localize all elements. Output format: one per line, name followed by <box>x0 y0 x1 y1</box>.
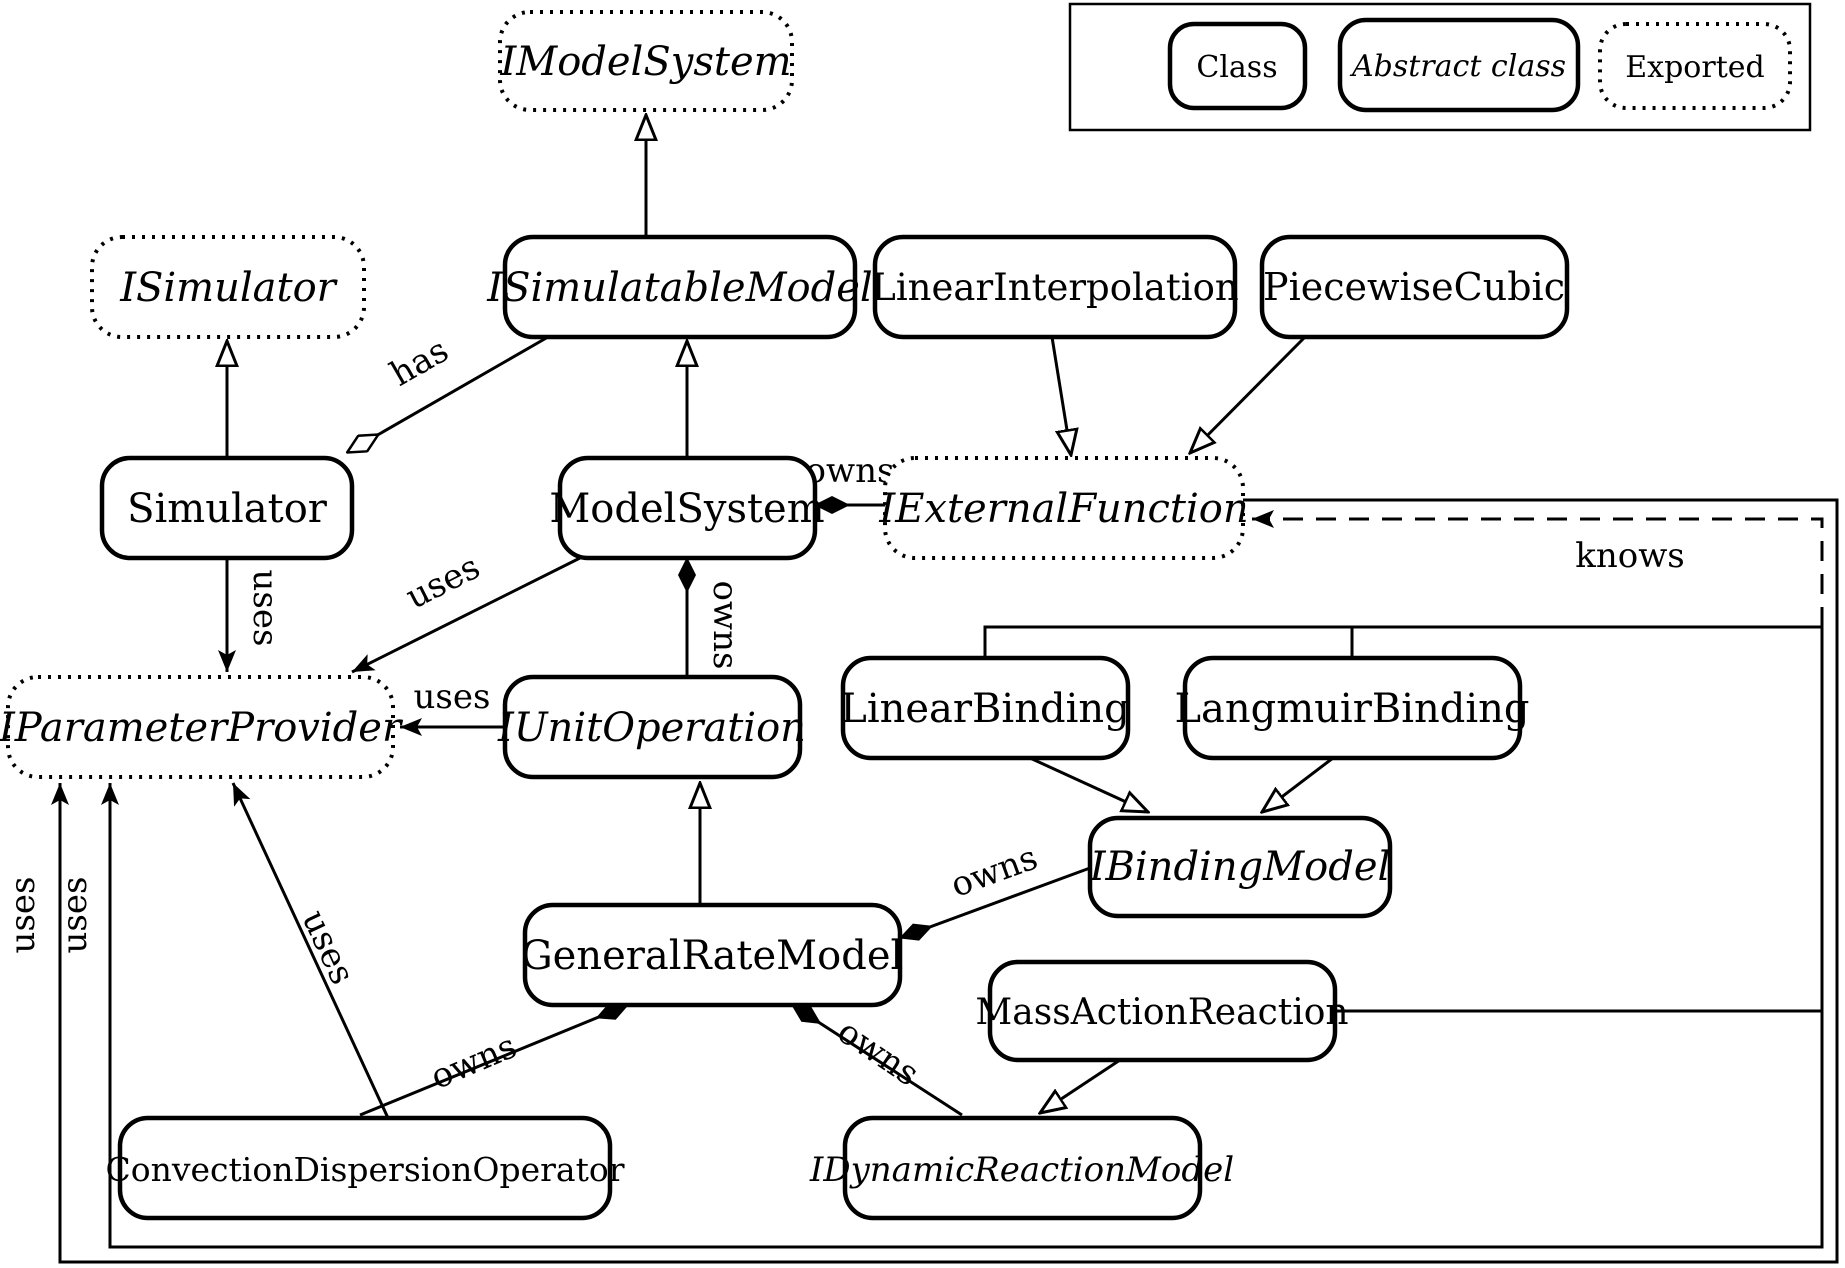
node-modelsystem-label: ModelSystem <box>549 486 824 532</box>
node-isimulatablemodel-label: ISimulatableModel <box>486 265 872 311</box>
node-modelsystem: ModelSystem <box>549 455 825 561</box>
node-linearbinding-label: LinearBinding <box>840 686 1129 732</box>
node-piecewisecubic: PiecewiseCubic <box>1259 234 1570 340</box>
node-isimulator: ISimulator <box>90 235 366 339</box>
label-has: has <box>384 330 456 394</box>
edge-massactionreaction-idynamicreactionmodel <box>1040 1058 1121 1113</box>
edge-generalratemodel-owns-ibindingmodel <box>899 866 1091 941</box>
label-uses-bindings-wrap: uses <box>55 877 95 954</box>
node-iparameterprovider: IParameterProvider <box>0 675 404 779</box>
label-owns-grm-convection: owns <box>425 1026 522 1098</box>
edge-piecewisecubic-iexternalfunction <box>1190 335 1307 453</box>
node-simulator-label: Simulator <box>127 486 328 532</box>
node-iunitoperation: IUnitOperation <box>497 674 806 780</box>
node-convectiondispersionoperator: ConvectionDispersionOperator <box>105 1115 625 1221</box>
node-ibindingmodel-label: IBindingModel <box>1089 844 1391 890</box>
edge-generalratemodel-owns-idynamicreactionmodel <box>791 1003 963 1117</box>
node-linearinterpolation: LinearInterpolation <box>871 234 1239 340</box>
label-owns-grm-reaction: owns <box>830 1011 926 1094</box>
nodes: IModelSystem ISimulator ISimulatableMode… <box>0 10 1570 1221</box>
edge-convectiondispersionoperator-uses-iparameterprovider <box>231 782 390 1119</box>
legend-class-label: Class <box>1196 50 1277 85</box>
node-iunitoperation-label: IUnitOperation <box>497 705 806 751</box>
node-iparameterprovider-label: IParameterProvider <box>0 705 404 751</box>
node-iexternalfunction-label: IExternalFunction <box>878 486 1248 532</box>
node-iexternalfunction: IExternalFunction <box>878 456 1249 560</box>
legend-exported-label: Exported <box>1625 50 1764 85</box>
label-uses-simulator: uses <box>245 570 285 647</box>
node-generalratemodel-label: GeneralRateModel <box>521 933 904 979</box>
label-uses-convection: uses <box>294 904 363 991</box>
legend-abstract-label: Abstract class <box>1349 49 1566 84</box>
node-imodelsystem-label: IModelSystem <box>499 39 791 85</box>
edge-modelsystem-uses-iparameterprovider <box>351 556 581 674</box>
node-convectiondispersionoperator-label: ConvectionDispersionOperator <box>105 1150 624 1189</box>
label-owns-system-external: owns <box>806 451 895 491</box>
edge-generalratemodel-owns-convectiondispersionoperator <box>359 1003 629 1117</box>
edge-linearbinding-ibindingmodel <box>1029 756 1148 812</box>
node-imodelsystem: IModelSystem <box>498 10 794 112</box>
node-langmuirbinding: LangmuirBinding <box>1174 655 1530 761</box>
label-uses-unitoperation: uses <box>414 677 491 717</box>
legend-box <box>1068 2 1812 132</box>
node-idynamicreactionmodel: IDynamicReactionModel <box>809 1115 1234 1221</box>
node-isimulatablemodel: ISimulatableModel <box>486 234 873 340</box>
label-owns-system-unit: owns <box>705 581 745 670</box>
edge-langmuirbinding-ibindingmodel <box>1262 756 1334 812</box>
edge-simulator-has-isimulatablemodel <box>348 335 549 452</box>
legend: Class Abstract class Exported <box>1068 2 1812 132</box>
node-piecewisecubic-label: PiecewiseCubic <box>1263 265 1565 309</box>
edge-bindings-uses-iparameterprovider <box>101 625 1824 1249</box>
node-simulator: Simulator <box>99 455 355 561</box>
node-linearbinding: LinearBinding <box>840 655 1131 761</box>
edge-linearinterpolation-iexternalfunction <box>1050 336 1071 455</box>
edge-knows-iexternalfunction <box>1252 510 1824 627</box>
edges <box>51 115 1839 1264</box>
edge-iexternalfunction-uses-iparameterprovider <box>51 498 1839 1264</box>
node-linearinterpolation-label: LinearInterpolation <box>871 266 1238 309</box>
node-massactionreaction: MassActionReaction <box>975 959 1349 1063</box>
label-uses-external-wrap: uses <box>3 877 43 954</box>
label-uses-modelsystem: uses <box>400 547 487 618</box>
node-isimulator-label: ISimulator <box>119 265 338 311</box>
node-massactionreaction-label: MassActionReaction <box>975 992 1348 1033</box>
label-knows: knows <box>1575 536 1685 576</box>
node-generalratemodel: GeneralRateModel <box>521 902 904 1008</box>
node-langmuirbinding-label: LangmuirBinding <box>1174 686 1529 732</box>
label-owns-grm-binding: owns <box>946 838 1043 906</box>
node-ibindingmodel: IBindingModel <box>1087 815 1393 919</box>
legend-item-exported: Exported <box>1598 22 1792 110</box>
legend-item-class: Class <box>1167 21 1308 111</box>
node-idynamicreactionmodel-label: IDynamicReactionModel <box>809 1150 1234 1190</box>
legend-item-abstract-class: Abstract class <box>1337 17 1581 113</box>
